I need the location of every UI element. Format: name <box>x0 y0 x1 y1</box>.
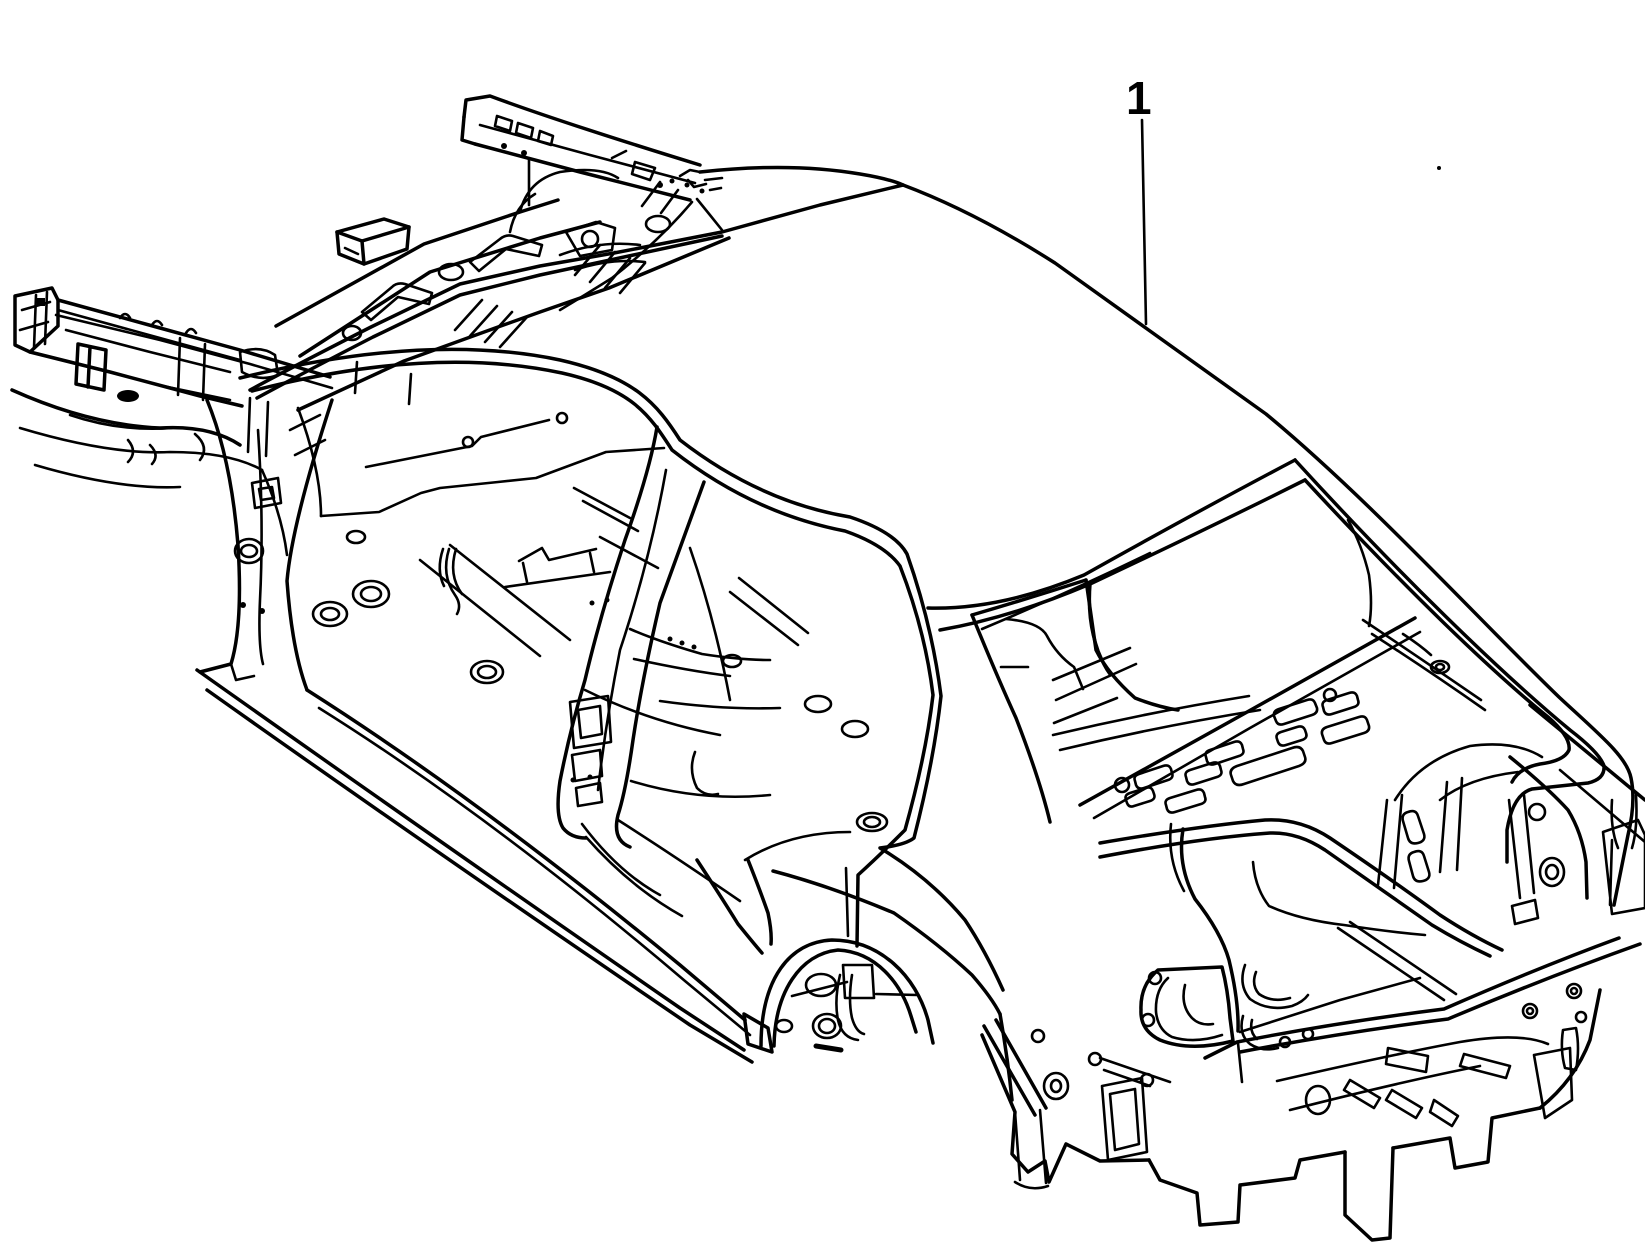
svg-text:1: 1 <box>1126 72 1152 124</box>
